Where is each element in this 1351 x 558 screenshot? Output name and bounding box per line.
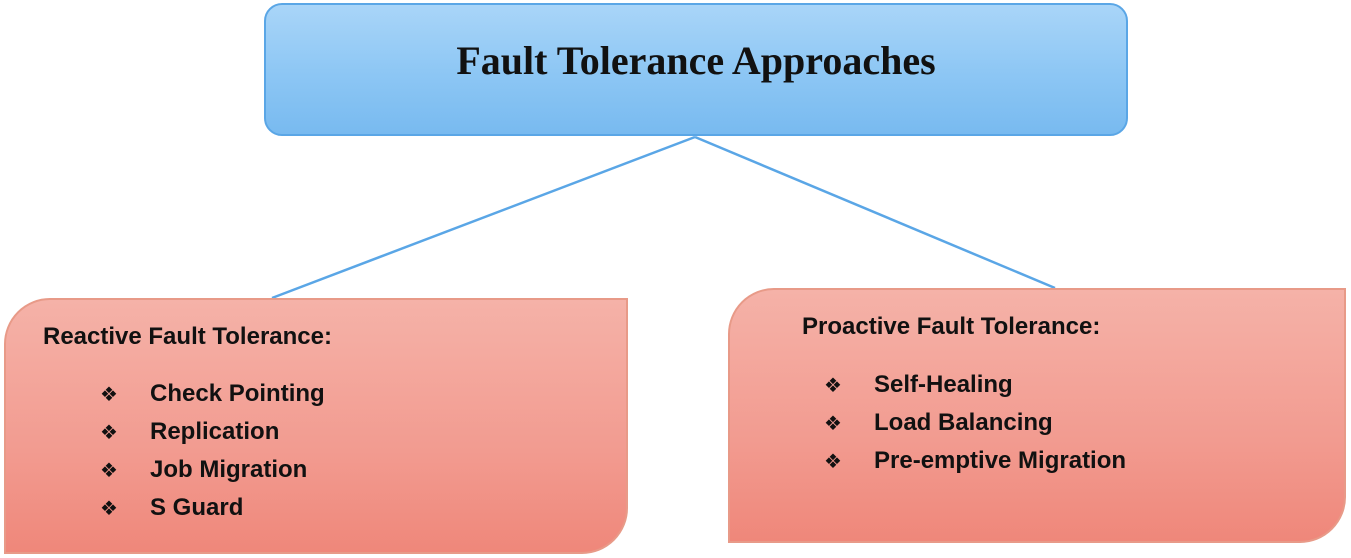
four-diamond-bullet-icon: ❖ — [100, 382, 118, 406]
reactive-item-list: ❖ Check Pointing ❖ Replication ❖ Job Mig… — [100, 375, 325, 527]
list-item: ❖ Replication — [100, 413, 325, 451]
list-item: ❖ Check Pointing — [100, 375, 325, 413]
root-title: Fault Tolerance Approaches — [456, 38, 936, 83]
connector-root-to-proactive — [694, 135, 1056, 290]
four-diamond-bullet-icon: ❖ — [824, 449, 842, 473]
reactive-heading: Reactive Fault Tolerance: — [43, 323, 332, 350]
proactive-heading: Proactive Fault Tolerance: — [802, 313, 1101, 340]
list-item: ❖ S Guard — [100, 489, 325, 527]
list-item-label: Job Migration — [150, 456, 308, 483]
four-diamond-bullet-icon: ❖ — [100, 420, 118, 444]
root-node: Fault Tolerance Approaches — [264, 3, 1128, 136]
list-item-label: Load Balancing — [874, 409, 1053, 436]
list-item: ❖ Load Balancing — [824, 404, 1126, 442]
four-diamond-bullet-icon: ❖ — [824, 373, 842, 397]
list-item-label: Check Pointing — [150, 380, 325, 407]
list-item-label: Self-Healing — [874, 371, 1013, 398]
connector-root-to-reactive — [271, 135, 696, 300]
list-item-label: S Guard — [150, 494, 244, 521]
list-item-label: Replication — [150, 418, 280, 445]
list-item: ❖ Pre-emptive Migration — [824, 442, 1126, 480]
list-item-label: Pre-emptive Migration — [874, 447, 1127, 474]
proactive-item-list: ❖ Self-Healing ❖ Load Balancing ❖ Pre-em… — [824, 366, 1126, 480]
four-diamond-bullet-icon: ❖ — [824, 411, 842, 435]
four-diamond-bullet-icon: ❖ — [100, 458, 118, 482]
list-item: ❖ Job Migration — [100, 451, 325, 489]
reactive-node: Reactive Fault Tolerance: ❖ Check Pointi… — [4, 298, 628, 554]
four-diamond-bullet-icon: ❖ — [100, 496, 118, 520]
list-item: ❖ Self-Healing — [824, 366, 1126, 404]
proactive-node: Proactive Fault Tolerance: ❖ Self-Healin… — [728, 288, 1346, 543]
